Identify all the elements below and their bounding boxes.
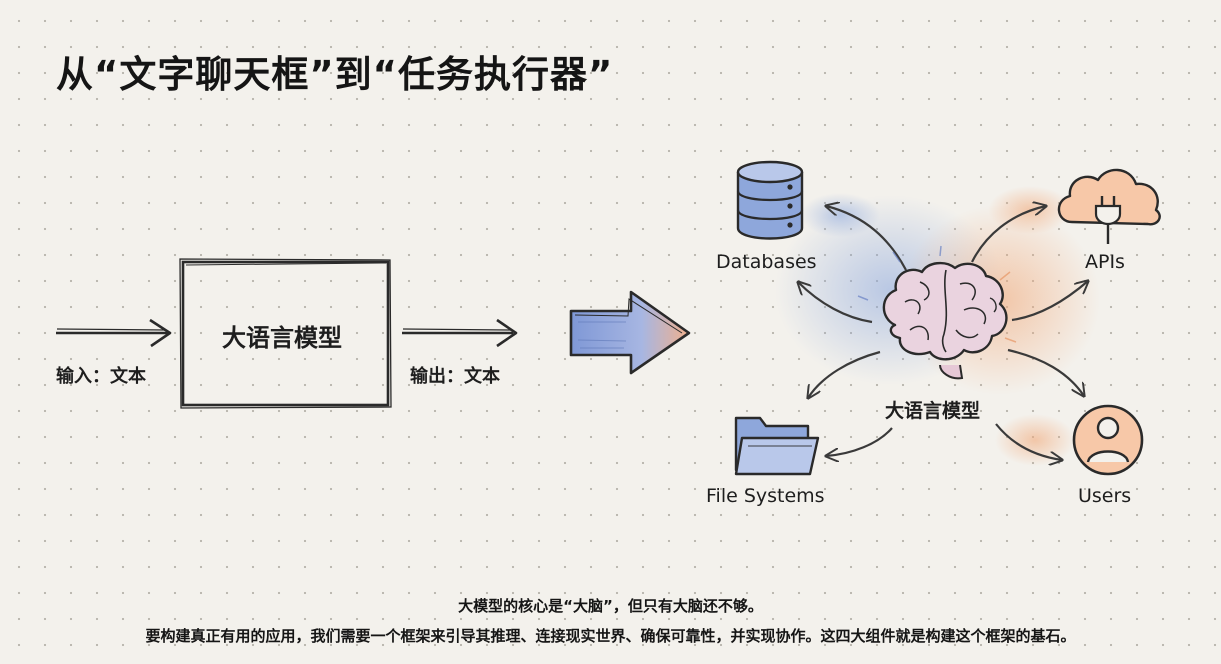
arrow-to-databases-upper [826,206,907,271]
arrow-to-databases-lower [798,282,873,324]
brain-icon [882,261,1008,380]
input-label: 输入：文本 [56,366,146,387]
arrow-to-users-lower [995,423,1062,460]
arrow-to-apis-upper [971,206,1046,263]
arrow-to-filesystems-lower [826,427,893,456]
spoke-arrows [798,206,1088,460]
page-title: 从“文字聊天框”到“任务执行器” [56,53,614,96]
user-icon [1072,404,1144,476]
arrow-to-filesystems-upper [808,350,881,398]
databases-label: Databases [716,251,817,273]
hub-label: 大语言模型 [885,400,981,422]
transition-arrow [569,290,691,375]
output-arrow [402,318,518,348]
caption-line-1: 大模型的核心是“大脑”，但只有大脑还不够。 [458,597,763,615]
arrow-to-users-upper [1007,348,1084,396]
folder-icon [734,416,820,476]
arrow-to-apis-lower [1011,281,1088,322]
llm-box-label: 大语言模型 [222,324,342,352]
users-label: Users [1078,485,1132,507]
output-label: 输出：文本 [410,366,500,387]
file-systems-label: File Systems [706,485,825,507]
apis-label: APIs [1085,251,1125,273]
database-icon [736,160,804,240]
cloud-plug-icon [1057,168,1161,244]
llm-box [179,258,392,409]
caption-line-2: 要构建真正有用的应用，我们需要一个框架来引导其推理、连接现实世界、确保可靠性，并… [145,627,1076,645]
input-arrow [56,318,172,348]
sparkle-lines [857,245,1017,343]
